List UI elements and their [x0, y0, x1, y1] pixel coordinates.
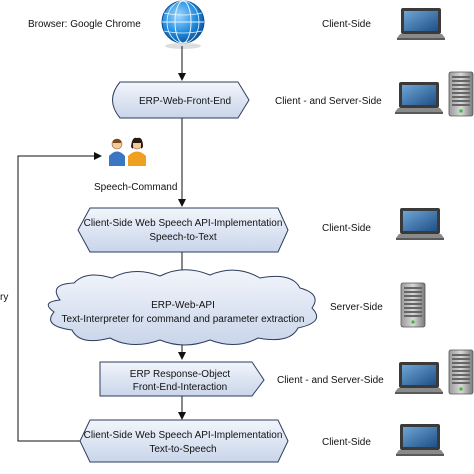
node-tts-line-1: Client-Side Web Speech API-Implementatio… — [84, 430, 283, 441]
laptop-icon — [396, 424, 444, 456]
node-stt-line-1: Client-Side Web Speech API-Implementatio… — [84, 218, 283, 229]
laptop-icon — [397, 8, 445, 40]
browser-label: Browser: Google Chrome — [28, 19, 141, 30]
node-front-end: ERP-Web-Front-End — [112, 81, 250, 119]
users-icon — [109, 137, 146, 166]
node-tts-line-2: Text-to-Speech — [149, 444, 216, 455]
node-api-line-2: Text-Interpreter for command and paramet… — [62, 314, 305, 325]
server-icon — [448, 71, 474, 117]
side-label-front-end: Client - and Server-Side — [275, 96, 382, 107]
left-edge-label: ry — [0, 292, 8, 303]
node-speech-to-text: Client-Side Web Speech API-Implementatio… — [77, 207, 289, 253]
node-stt-line-2: Speech-to-Text — [149, 232, 216, 243]
node-response-object: ERP Response-Object Front-End-Interactio… — [99, 361, 265, 397]
speech-command-label: Speech-Command — [94, 182, 177, 193]
server-icon — [400, 282, 426, 328]
node-response-line-1: ERP Response-Object — [130, 369, 231, 380]
side-label-browser: Client-Side — [322, 19, 371, 30]
globe-icon — [161, 0, 205, 49]
laptop-icon — [395, 362, 443, 394]
side-label-api: Server-Side — [330, 302, 383, 313]
laptop-icon — [395, 82, 443, 114]
node-front-end-text: ERP-Web-Front-End — [139, 96, 231, 107]
node-text-to-speech: Client-Side Web Speech API-Implementatio… — [79, 419, 289, 463]
side-label-response: Client - and Server-Side — [277, 375, 384, 386]
side-label-stt: Client-Side — [322, 223, 371, 234]
laptop-icon — [396, 208, 444, 240]
node-web-api: ERP-Web-API Text-Interpreter for command… — [47, 269, 318, 346]
node-api-line-1: ERP-Web-API — [151, 300, 215, 311]
server-icon — [448, 349, 474, 395]
node-response-line-2: Front-End-Interaction — [133, 382, 228, 393]
side-label-tts: Client-Side — [322, 437, 371, 448]
